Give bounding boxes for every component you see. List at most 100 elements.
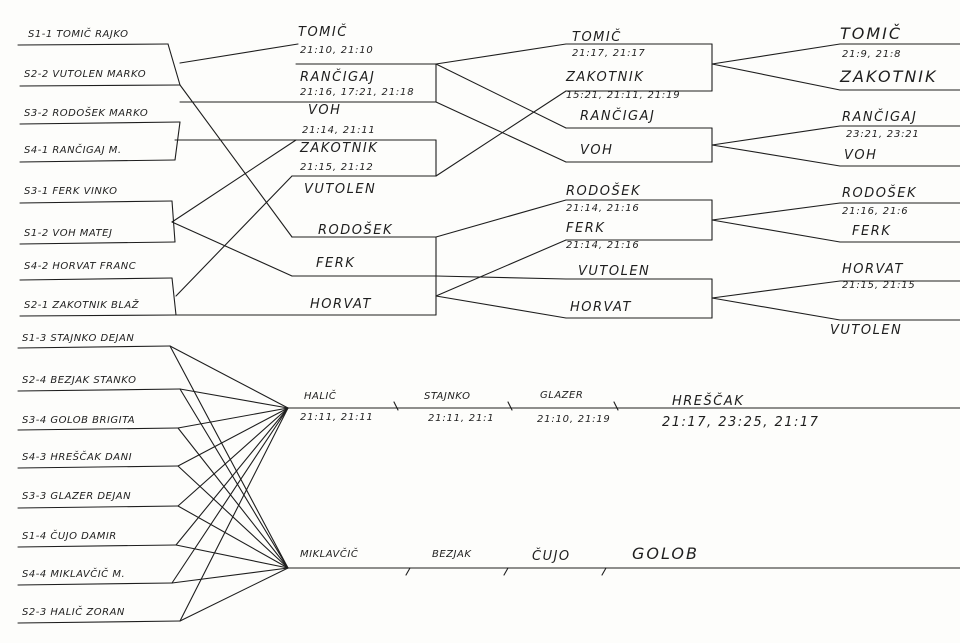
r3-voh: VOH [844,148,878,163]
bracket-line [175,407,289,546]
seed-s2-1: S2-1 ZAKOTNIK BLAŽ [24,300,140,311]
bracket-line [405,567,411,576]
bracket-line [435,43,567,65]
bracket-line [177,505,289,569]
r2-zakotnik-score: 15:21, 21:11, 21:19 [566,90,681,101]
bracket-line [179,43,299,64]
r3-tomic: TOMIČ [840,24,903,43]
r3-horvat: HORVAT [842,262,904,277]
r1-voh: VOH [308,103,342,118]
r1-zakotnik-score: 21:15, 21:12 [300,162,374,173]
lb-hrescak-score: 21:17, 23:25, 21:17 [662,415,820,430]
r1-voh-score: 21:14, 21:11 [302,125,376,136]
bracket-line [711,297,841,321]
lb-stajnko-score: 21:11, 21:1 [428,413,495,424]
bracket-line [169,345,289,409]
seed-s3-3: S3-3 GLAZER DEJAN [22,491,132,502]
bracket-line [19,200,173,204]
seed-s4-2: S4-2 HORVAT FRANC [24,261,137,272]
seed-s4-4: S4-4 MIKLAVČIČ M. [22,569,126,580]
r3-rodosek: RODOŠEK [842,186,917,201]
bracket-line [171,139,297,223]
bracket-line [507,401,513,411]
bracket-line [179,407,289,622]
bracket-line [17,582,173,586]
lb-cujo: ČUJO [532,549,571,564]
r2-rancigaj: RANČIGAJ [580,109,656,124]
bracket-line [179,388,289,409]
bracket-line [17,427,179,431]
lb-golob: GOLOB [632,544,699,563]
seed-s2-2: S2-2 VUTOLEN MARKO [24,69,147,80]
bracket-line [179,567,289,622]
bracket-line [174,121,181,161]
seed-s3-1: S3-1 FERK VINKO [24,186,118,197]
lb-hrescak: HREŠČAK [672,394,745,409]
seed-s1-1: S1-1 TOMIČ RAJKO [28,29,129,40]
bracket-line [17,345,171,349]
bracket-line [17,388,181,392]
lb-stajnko: STAJNKO [424,391,471,402]
bracket-line [435,101,567,163]
lb-glazer-score: 21:10, 21:19 [537,414,611,425]
r1-zakotnik: ZAKOTNIK [300,141,379,156]
bracket-line [171,221,293,277]
r3-horvat-score: 21:15, 21:15 [842,280,916,291]
bracket-line [711,43,841,65]
bracket-line [435,90,567,177]
r2-ferk-score: 21:14, 21:16 [566,240,640,251]
lb-halic-score: 21:11, 21:11 [300,412,374,423]
bracket-line [711,144,841,167]
r1-rodosek: RODOŠEK [318,223,393,238]
bracket-line [435,295,567,319]
bracket-line [177,465,289,569]
r3-tomic-score: 21:9, 21:8 [842,49,902,60]
bracket-line [601,567,607,576]
r1-rancigaj: RANČIGAJ [300,70,376,85]
r1-vutolen: VUTOLEN [304,182,377,197]
r3-rancigaj-score: 23:21, 23:21 [846,129,920,140]
bracket-line [711,219,841,243]
bracket-line [171,567,289,584]
bracket-line [393,401,399,411]
bracket-line [435,239,567,297]
r2-tomic-score: 21:17, 21:17 [572,48,646,59]
r1-rancigaj-score: 21:16, 17:21, 21:18 [300,87,415,98]
bracket-line [17,43,169,46]
r3-rodosek-score: 21:16, 21:6 [842,206,909,217]
bracket-line [17,620,181,624]
bracket-line [711,202,841,221]
bracket-line [179,84,293,238]
bracket-line [17,544,177,548]
bracket-line [177,407,289,429]
r1-ferk: FERK [316,256,356,271]
bracket-line [503,567,509,576]
r2-zakotnik: ZAKOTNIK [566,70,645,85]
bracket-line [171,277,177,316]
r2-horvat: HORVAT [570,300,632,315]
seed-s2-3: S2-3 HALIČ ZORAN [22,607,125,618]
lb-bezjak: BEZJAK [432,549,472,560]
bracket-line [19,84,181,87]
seed-s4-1: S4-1 RANČIGAJ M. [24,145,122,156]
r2-rodosek-score: 21:14, 21:16 [566,203,640,214]
seed-s1-2: S1-2 VOH MATEJ [24,228,113,239]
bracket-line [175,544,289,569]
lb-glazer: GLAZER [540,390,584,401]
bracket-line [169,345,289,569]
bracket-line [175,175,293,297]
lb-miklavcic: MIKLAVČIČ [300,549,359,560]
r2-ferk: FERK [566,221,606,236]
r2-rodosek: RODOŠEK [566,184,641,199]
bracket-line [19,241,176,245]
bracket-line [19,121,181,125]
bracket-line [177,407,289,507]
bracket-line [435,199,567,238]
bracket-line [19,277,173,281]
bracket-line [171,407,289,584]
seed-s1-3: S1-3 STAJNKO DEJAN [22,333,135,344]
bracket-line [17,505,179,509]
bracket-line [435,63,567,129]
r3-rancigaj: RANČIGAJ [842,110,918,125]
